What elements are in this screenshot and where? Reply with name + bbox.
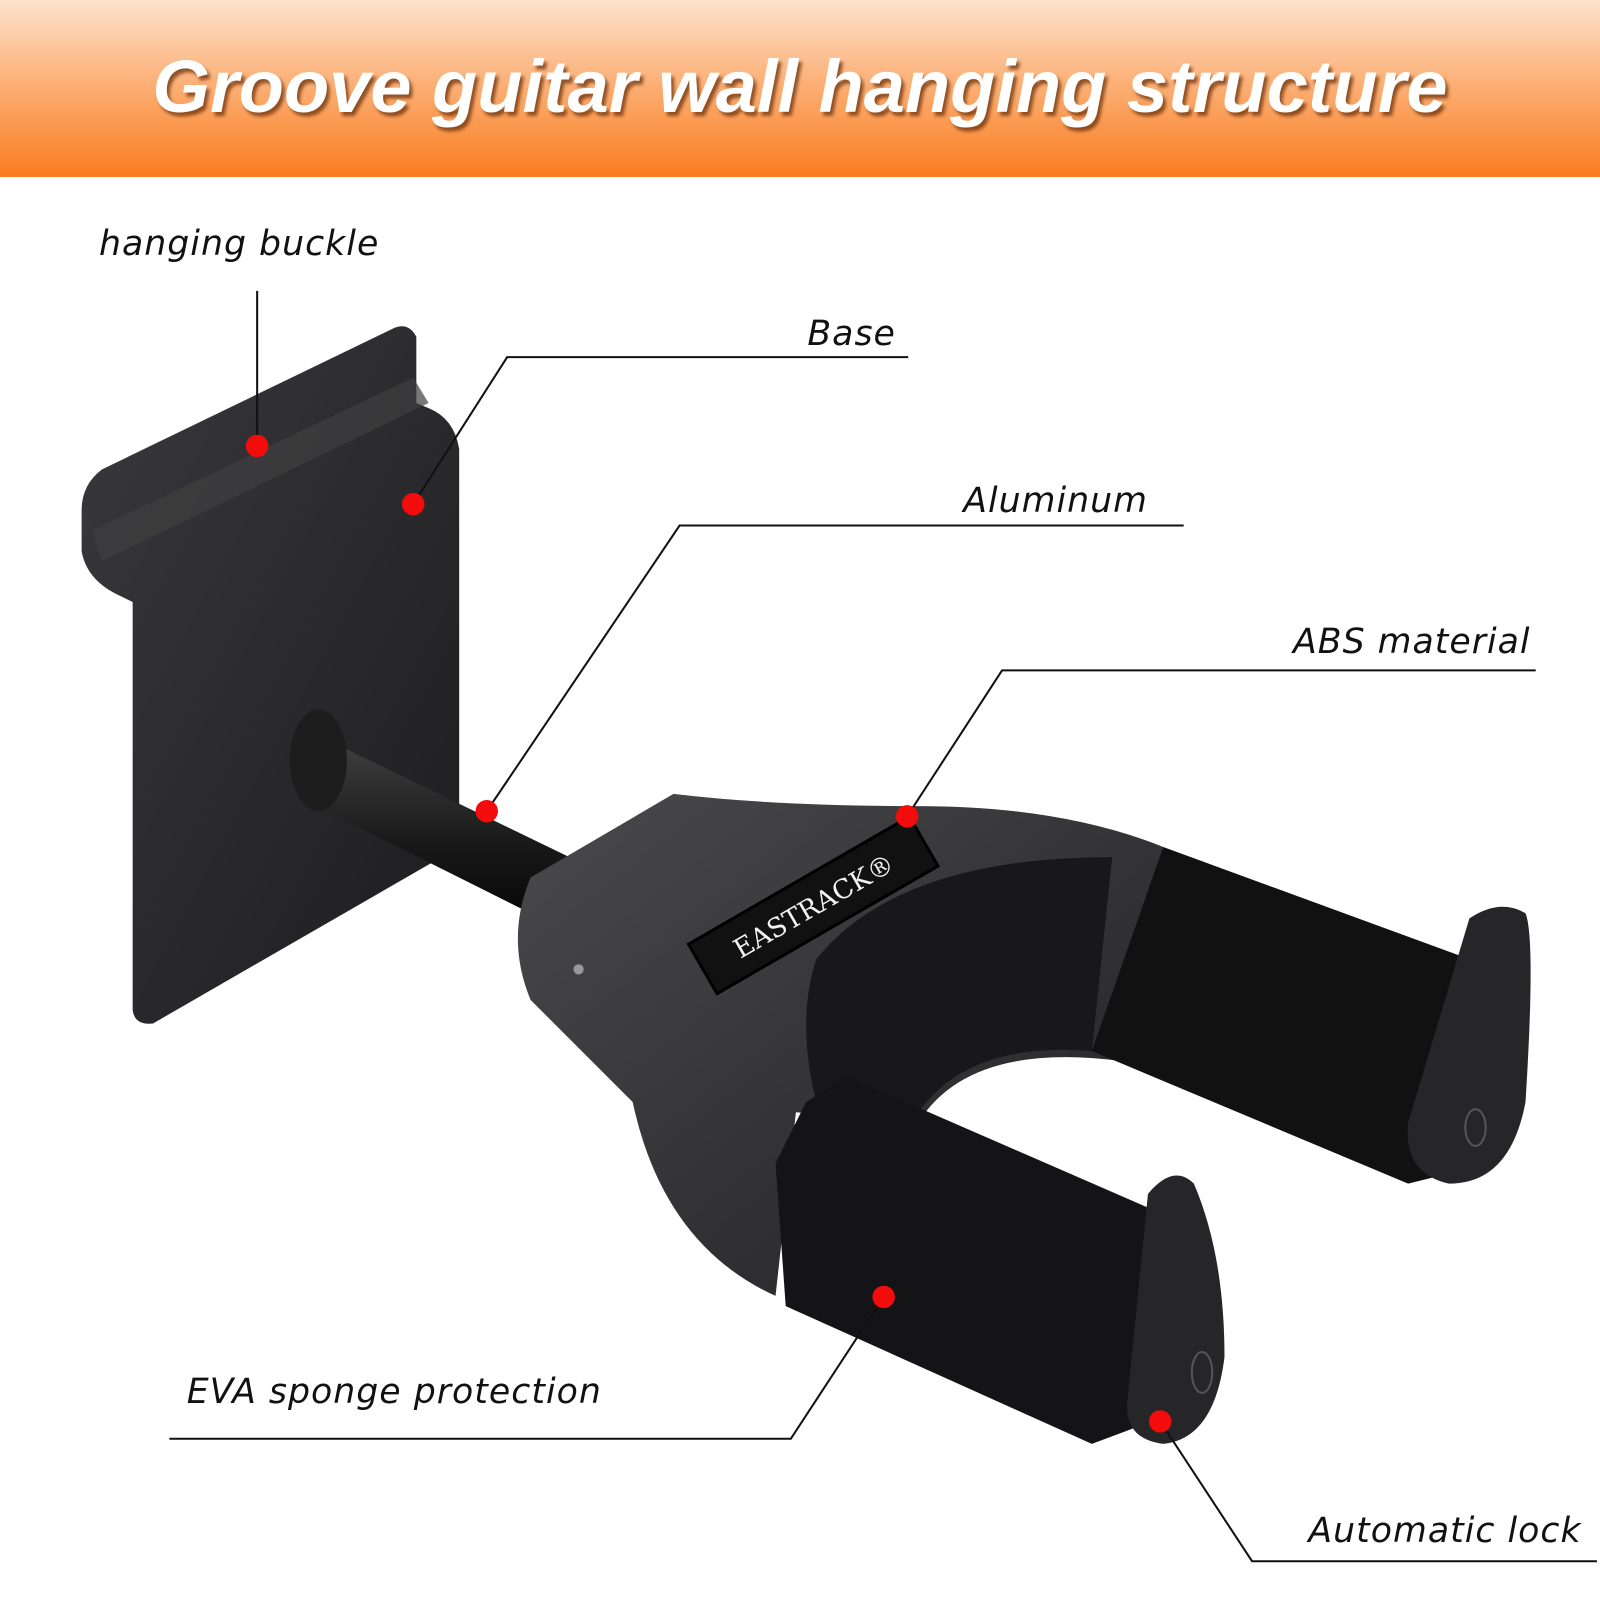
callout-base: Base (402, 314, 909, 516)
title-banner: Groove guitar wall hanging structure (0, 0, 1600, 177)
callout-hanging-buckle: hanging buckle (99, 224, 379, 458)
upper-sponge-arm (1091, 846, 1531, 1184)
base-plate (81, 326, 460, 1024)
label-abs-material: ABS material (1291, 622, 1531, 662)
callout-dot (245, 434, 269, 458)
label-automatic-lock: Automatic lock (1306, 1511, 1582, 1551)
callout-abs-material: ABS material (895, 622, 1536, 828)
callout-dot (1148, 1410, 1172, 1433)
label-eva-sponge: EVA sponge protection (187, 1372, 602, 1412)
callout-eva-sponge: EVA sponge protection (169, 1285, 895, 1440)
abs-holder: EASTRACK® (517, 793, 1164, 1296)
label-hanging-buckle: hanging buckle (99, 224, 379, 264)
label-aluminum: Aluminum (961, 481, 1148, 521)
callout-dot (895, 805, 919, 828)
callout-dot (402, 492, 425, 516)
eva-sponge-arm (775, 1076, 1225, 1444)
callout-aluminum: Aluminum (475, 481, 1184, 823)
callout-automatic-lock: Automatic lock (1148, 1410, 1597, 1563)
page-title: Groove guitar wall hanging structure (152, 45, 1448, 128)
label-base: Base (807, 314, 896, 354)
callout-dot (872, 1285, 895, 1309)
callout-dot (475, 800, 498, 823)
